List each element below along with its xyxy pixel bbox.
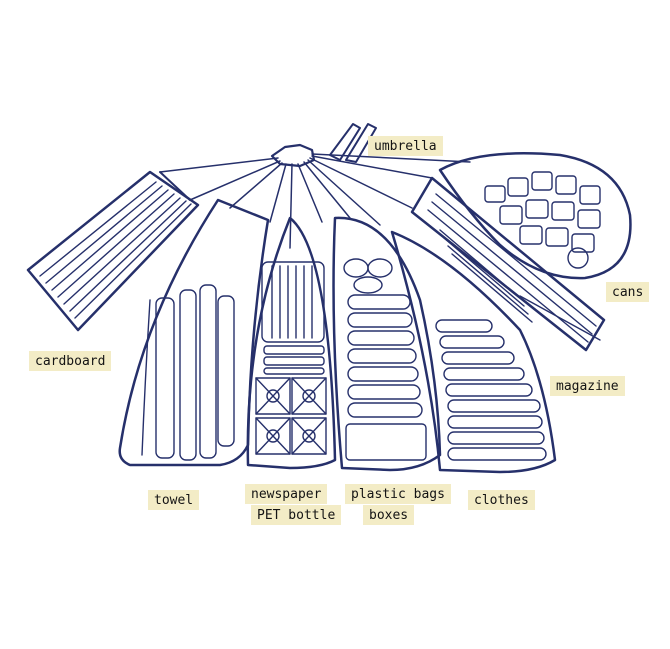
cans-bag — [438, 152, 632, 280]
umbrella-hub — [270, 143, 316, 168]
label-plastic-bags: plastic bags — [345, 484, 451, 504]
umbrella-edge — [159, 171, 191, 201]
label-clothes: clothes — [468, 490, 535, 510]
umbrella-tips — [329, 123, 377, 163]
label-boxes: boxes — [363, 505, 415, 525]
newspaper-pet-bottle-pocket — [246, 216, 337, 470]
label-newspaper: newspaper — [245, 484, 328, 504]
label-towel: towel — [148, 490, 200, 510]
label-umbrella: umbrella — [368, 136, 443, 156]
towel-pocket — [118, 198, 270, 467]
cardboard-panel — [26, 170, 200, 332]
umbrella-ribs — [159, 153, 471, 249]
label-pet-bottle: PET bottle — [251, 505, 342, 525]
label-cardboard: cardboard — [29, 351, 112, 371]
label-cans: cans — [606, 282, 650, 302]
label-magazine: magazine — [550, 376, 625, 396]
clothes-pocket — [390, 230, 557, 474]
magazine-panel — [410, 176, 606, 352]
plastic-bags-boxes-pocket — [332, 216, 442, 472]
